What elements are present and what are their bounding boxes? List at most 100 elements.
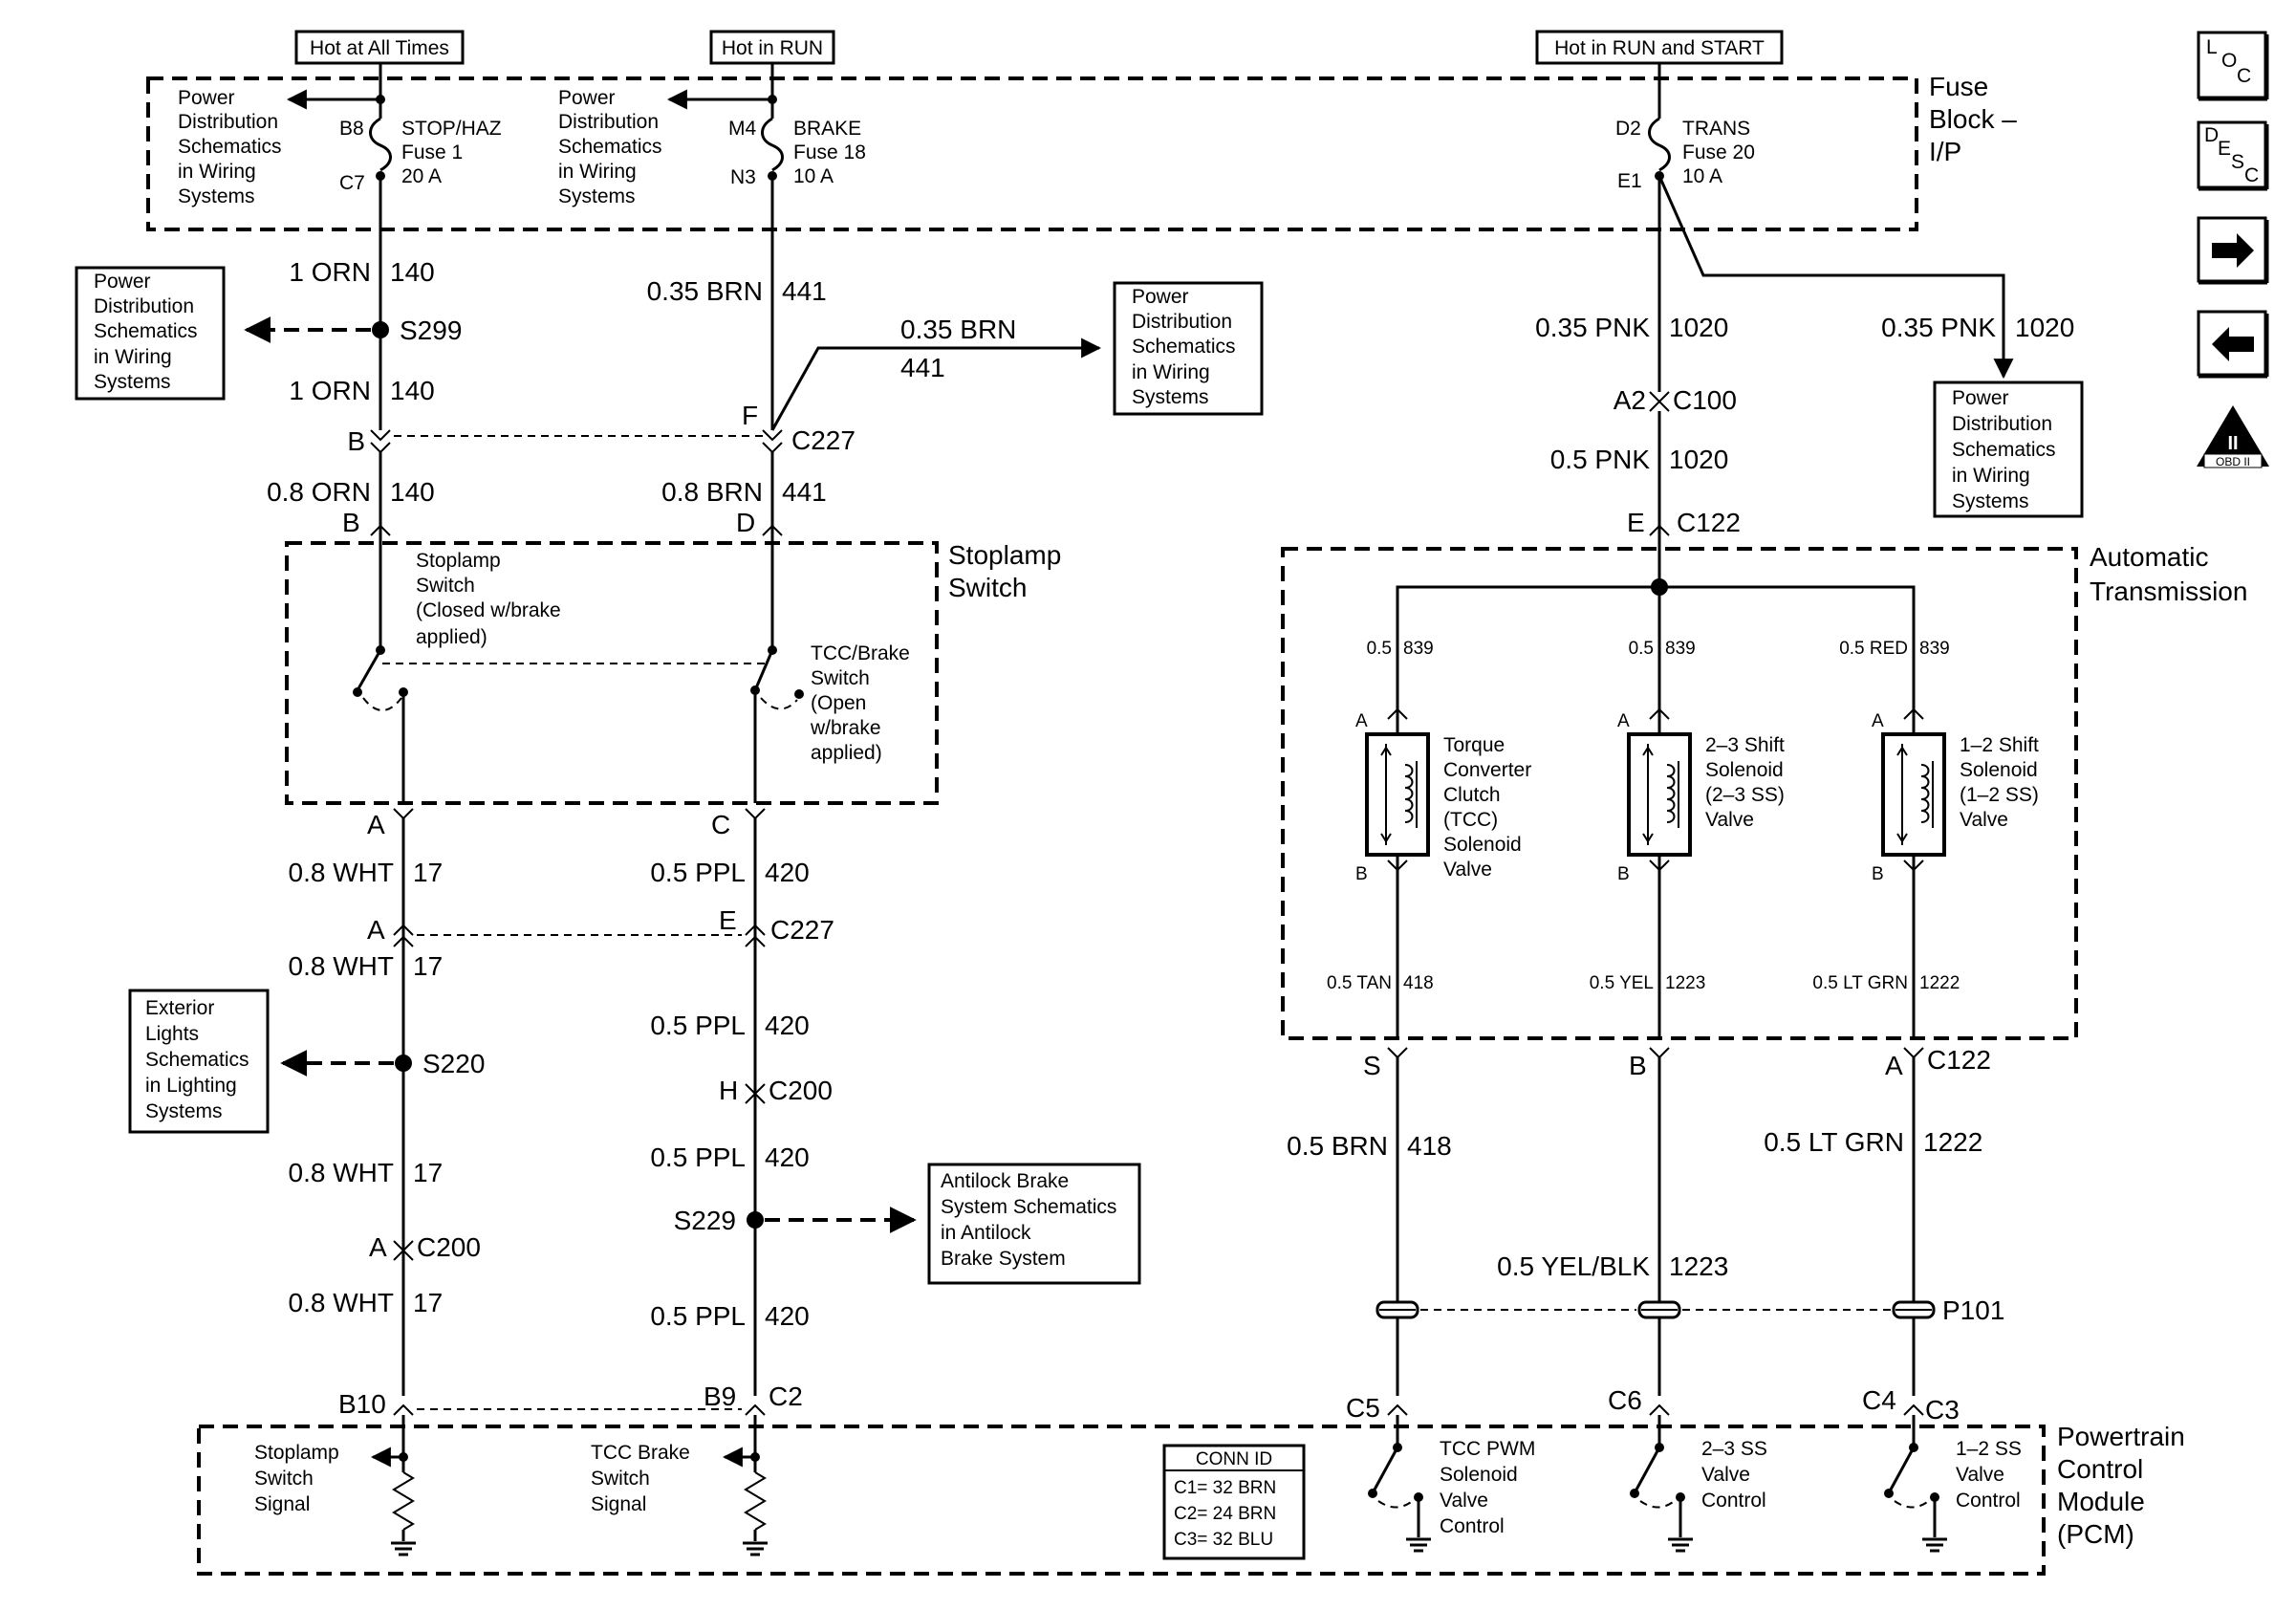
arrow-left-icon[interactable] xyxy=(2197,310,2269,379)
svg-text:Schematics: Schematics xyxy=(1952,439,2056,461)
svg-text:S299: S299 xyxy=(400,315,462,345)
wire-label-0-5-ppl-420-2: 0.5 PPL 420 xyxy=(650,1011,809,1040)
wire-label-0-35-pnk-1020-branch: 0.35 PNK 1020 xyxy=(1881,313,2074,342)
pcm-output-label-line: 1–2 SS xyxy=(1956,1438,2022,1460)
arrow-right-icon[interactable] xyxy=(2197,216,2269,285)
stoplamp-switch-outline xyxy=(285,541,939,805)
svg-text:Systems: Systems xyxy=(145,1100,223,1122)
svg-text:Brake System: Brake System xyxy=(941,1248,1066,1270)
svg-text:1222: 1222 xyxy=(1919,973,1960,993)
svg-text:B: B xyxy=(342,508,360,537)
svg-text:in Antilock: in Antilock xyxy=(941,1222,1031,1244)
svg-text:E: E xyxy=(1627,508,1645,537)
pcm-output-label-line: Control xyxy=(1956,1490,2021,1512)
wire-label-1-orn-140-a: 1 ORN 140 xyxy=(289,257,434,287)
svg-text:Schematics: Schematics xyxy=(145,1049,249,1071)
svg-text:Switch: Switch xyxy=(948,573,1027,602)
stoplamp-switch-label: Stoplamp Switch (Closed w/brake applied) xyxy=(416,550,561,648)
svg-text:0.35 PNK: 0.35 PNK xyxy=(1881,313,1996,342)
svg-text:C100: C100 xyxy=(1673,385,1737,415)
svg-text:B10: B10 xyxy=(338,1389,386,1419)
connector-c227-bottom: A E C227 xyxy=(367,905,834,947)
desc-icon[interactable]: D E S C xyxy=(2197,120,2269,191)
svg-text:Fuse 20: Fuse 20 xyxy=(1682,141,1755,163)
wire-label-0-5-yel-blk-1223: 0.5 YEL/BLK 1223 xyxy=(1497,1251,1728,1281)
stoplamp-switch-title: Stoplamp Switch xyxy=(948,540,1061,602)
svg-text:C7: C7 xyxy=(339,172,365,194)
ref-box-power-distribution-left: Power Distribution Schematics in Wiring … xyxy=(75,266,226,401)
wire-label-0-5-ppl-420-4: 0.5 PPL 420 xyxy=(650,1301,809,1331)
wire-label-0-5-brn-418: 0.5 BRN 418 xyxy=(1287,1131,1452,1161)
obd-ii-icon: II OBD II xyxy=(2197,405,2269,468)
svg-text:Systems: Systems xyxy=(1132,386,1209,408)
svg-text:Exterior: Exterior xyxy=(145,997,214,1019)
svg-text:in Wiring: in Wiring xyxy=(94,346,172,368)
loc-icon[interactable]: L O C xyxy=(2197,31,2269,101)
pcm-output-label-line: TCC PWM xyxy=(1440,1438,1535,1460)
svg-text:Antilock Brake: Antilock Brake xyxy=(941,1170,1069,1192)
connector-c122-bottom: S B A C122 xyxy=(1363,1045,1991,1080)
tcc-brake-switch-label: TCC/Brake Switch (Open w/brake applied) xyxy=(810,642,910,764)
svg-text:System Schematics: System Schematics xyxy=(941,1196,1116,1218)
fuse-block-title: Fuse Block – I/P xyxy=(1929,72,2017,166)
svg-text:w/brake: w/brake xyxy=(810,717,881,739)
svg-text:Power: Power xyxy=(178,87,235,109)
svg-text:F: F xyxy=(742,401,758,430)
wire-label-0-35-brn-441: 0.35 BRN 441 xyxy=(647,276,827,306)
svg-text:E1: E1 xyxy=(1617,170,1642,192)
svg-text:10 A: 10 A xyxy=(1682,165,1722,187)
svg-text:C122: C122 xyxy=(1927,1045,1991,1075)
svg-text:Powertrain: Powertrain xyxy=(2057,1422,2185,1451)
svg-text:Hot in RUN: Hot in RUN xyxy=(722,37,823,59)
svg-text:20 A: 20 A xyxy=(401,165,442,187)
solenoid-label-line: 1–2 Shift xyxy=(1960,734,2039,756)
solenoid-label-line: Solenoid xyxy=(1960,759,2038,781)
wire-label-0-8-wht-17-4: 0.8 WHT 17 xyxy=(289,1288,444,1317)
svg-text:Power: Power xyxy=(558,87,616,109)
connector-c200-a: A C200 xyxy=(369,1232,481,1262)
svg-text:A: A xyxy=(367,915,385,945)
svg-text:1 ORN: 1 ORN xyxy=(289,376,371,405)
svg-text:140: 140 xyxy=(390,376,435,405)
svg-text:17: 17 xyxy=(413,951,443,981)
svg-text:0.5 PNK: 0.5 PNK xyxy=(1550,445,1651,474)
svg-text:in Wiring: in Wiring xyxy=(558,161,637,183)
pcm-pins-left: B10 B9 C2 xyxy=(338,1382,803,1419)
automatic-transmission-title: Automatic Transmission xyxy=(2090,542,2247,606)
solenoid-label-line: Solenoid xyxy=(1705,759,1784,781)
svg-text:Fuse 18: Fuse 18 xyxy=(793,141,866,163)
svg-text:S: S xyxy=(1363,1051,1381,1080)
svg-text:Control: Control xyxy=(2057,1454,2143,1484)
connector-stoplamp-in: B D xyxy=(342,508,783,537)
solenoid-label-line: 2–3 Shift xyxy=(1705,734,1785,756)
connector-p101: P101 xyxy=(1375,1295,2004,1325)
svg-text:1020: 1020 xyxy=(1669,445,1728,474)
svg-text:1223: 1223 xyxy=(1669,1251,1728,1281)
pcm-output-label-line: Control xyxy=(1440,1515,1505,1537)
solenoid-label-line: (2–3 SS) xyxy=(1705,784,1785,806)
svg-text:140: 140 xyxy=(390,477,435,507)
svg-text:II: II xyxy=(2227,433,2238,454)
svg-text:Distribution: Distribution xyxy=(178,111,278,133)
pcm-outline xyxy=(197,1425,2046,1576)
svg-text:B8: B8 xyxy=(339,118,364,140)
svg-text:839: 839 xyxy=(1403,639,1434,659)
solenoid-label-line: Valve xyxy=(1443,859,1492,881)
svg-text:Automatic: Automatic xyxy=(2090,542,2209,572)
svg-text:0.5 PPL: 0.5 PPL xyxy=(650,1142,746,1172)
svg-text:441: 441 xyxy=(782,477,827,507)
pcm-input-label-line: TCC Brake xyxy=(591,1442,690,1464)
connector-stoplamp-out: A C xyxy=(367,808,766,839)
svg-text:0.5: 0.5 xyxy=(1367,639,1392,659)
svg-text:Schematics: Schematics xyxy=(178,136,282,158)
svg-text:Hot at All Times: Hot at All Times xyxy=(310,37,449,59)
svg-text:10 A: 10 A xyxy=(793,165,834,187)
svg-text:0.5 LT GRN: 0.5 LT GRN xyxy=(1812,973,1908,993)
svg-text:in Wiring: in Wiring xyxy=(1132,361,1210,383)
ref-box-antilock-brake: Antilock Brake System Schematics in Anti… xyxy=(927,1163,1141,1285)
svg-text:Systems: Systems xyxy=(94,371,171,393)
solenoid-label-line: Converter xyxy=(1443,759,1531,781)
svg-text:C2: C2 xyxy=(769,1382,803,1411)
